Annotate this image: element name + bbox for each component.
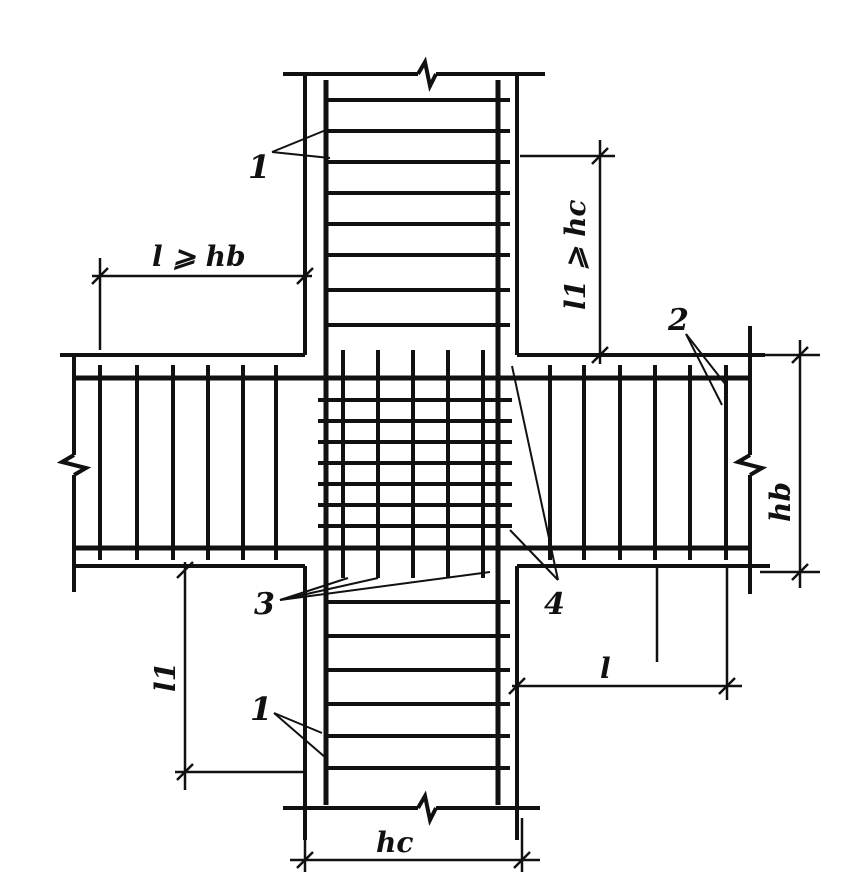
dim-lower-column: l1 [149,662,182,692]
dim-column-width: hc [376,826,413,859]
joint-core-mesh [318,350,512,578]
dim-beam-height: hb [764,482,797,522]
column-bar-marker-bottom: 1 [250,690,272,728]
dimension-lines [91,140,820,872]
joint-tie-marker: 4 [544,587,565,622]
dim-column-anchorage: l1 ⩾ hc [559,200,592,310]
beam-stirrup-marker: 2 [667,303,689,338]
dim-beam-anchorage: l ⩾ hb [152,240,246,273]
column-bar-marker-top: 1 [248,148,270,186]
concrete-outline [56,56,770,840]
leader-lines [271,129,727,759]
joint-bar-marker: 3 [254,587,275,622]
dim-right-beam: l [600,652,611,685]
